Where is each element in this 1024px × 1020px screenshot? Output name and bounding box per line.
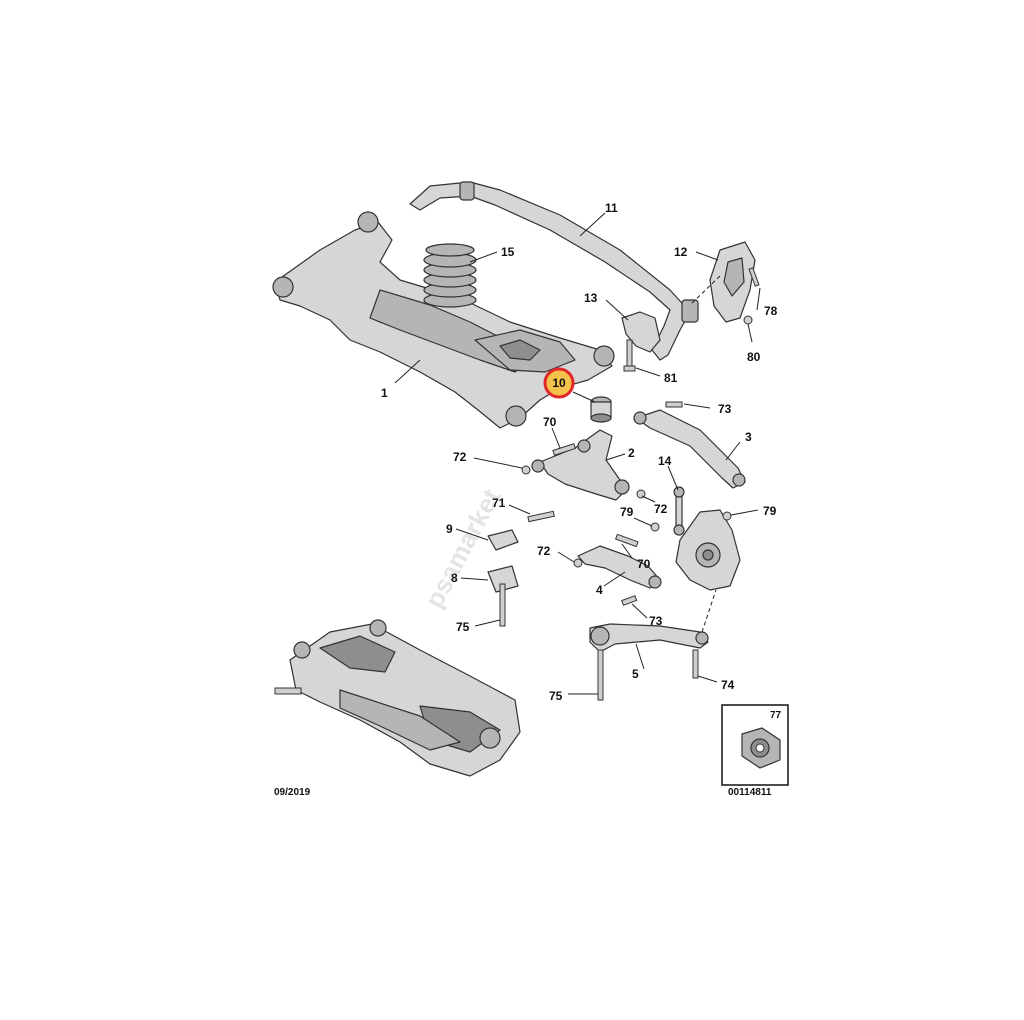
label-part-2[interactable]: 2 [628,446,635,460]
reference-code: 00114811 [728,787,772,798]
label-part-81[interactable]: 81 [664,371,678,385]
highlight-part-10[interactable]: 10 [543,367,575,399]
toe-link-part-14[interactable] [673,486,685,536]
bolt-part-81[interactable] [623,339,636,372]
subframe-part-1[interactable] [272,211,615,429]
hub-knuckle[interactable] [675,509,741,591]
label-part-79-right[interactable]: 79 [763,504,777,518]
label-part-72-upper[interactable]: 72 [453,450,467,464]
label-part-73-top[interactable]: 73 [718,402,732,416]
label-part-10[interactable]: 10 [552,376,566,390]
date-code: 09/2019 [274,787,311,798]
bolt-part-75-right[interactable] [597,649,604,701]
label-part-74[interactable]: 74 [721,678,735,692]
bushing-part-10[interactable] [590,396,612,423]
label-part-5[interactable]: 5 [632,667,639,681]
bolt-part-70-lower[interactable] [614,533,639,548]
label-part-75-right[interactable]: 75 [549,689,563,703]
bracket-part-8[interactable] [487,565,519,593]
label-part-70-upper[interactable]: 70 [543,415,557,429]
label-part-78[interactable]: 78 [764,304,778,318]
label-part-80[interactable]: 80 [747,350,761,364]
label-part-9[interactable]: 9 [446,522,453,536]
nut-part-72-lower[interactable] [573,558,583,568]
carrier-part-12[interactable] [709,241,756,323]
nut-part-79-right[interactable] [722,511,732,521]
leader-lines [394,212,761,695]
nut-part-79-left[interactable] [650,522,660,532]
bolt-part-75-left[interactable] [499,583,506,627]
bolt-part-73-top[interactable] [665,401,683,408]
bolt-part-73-lower[interactable] [621,595,638,606]
label-part-12[interactable]: 12 [674,245,688,259]
bracket-part-13[interactable] [621,311,661,353]
nut-part-72-upper[interactable] [521,465,531,475]
bolt-part-74[interactable] [692,649,699,679]
coil-spring-part-15[interactable] [423,243,477,308]
label-part-15[interactable]: 15 [501,245,515,259]
bolt-part-70-upper[interactable] [552,443,577,456]
anti-roll-bar-part-11[interactable] [409,181,699,361]
label-part-8[interactable]: 8 [451,571,458,585]
part-labels: 1 2 3 4 5 8 9 11 12 13 14 15 70 70 71 72… [381,201,778,703]
label-part-71[interactable]: 71 [492,496,506,510]
lower-arm-part-4[interactable] [577,545,662,589]
control-arm-part-5[interactable] [589,623,709,653]
bracket-part-9[interactable] [487,529,519,551]
detail-box-label: 77 [770,710,782,721]
label-part-73-lower[interactable]: 73 [649,614,663,628]
label-part-79-left[interactable]: 79 [620,505,634,519]
bolt-part-78[interactable] [748,267,760,287]
label-part-72-lower[interactable]: 72 [537,544,551,558]
upper-arm-part-2[interactable] [531,429,630,501]
label-part-75-left[interactable]: 75 [456,620,470,634]
bolt-part-71[interactable] [527,510,555,523]
label-part-13[interactable]: 13 [584,291,598,305]
label-part-14[interactable]: 14 [658,454,672,468]
label-part-72-right[interactable]: 72 [654,502,668,516]
label-part-4[interactable]: 4 [596,583,603,597]
label-part-1[interactable]: 1 [381,386,388,400]
label-part-11[interactable]: 11 [605,201,618,215]
detail-box: 77 [721,704,789,786]
assembly-overview [274,619,521,777]
nut-part-80[interactable] [743,315,753,325]
label-part-70-lower[interactable]: 70 [637,557,651,571]
link-arm-part-3[interactable] [633,409,746,489]
label-part-3[interactable]: 3 [745,430,752,444]
